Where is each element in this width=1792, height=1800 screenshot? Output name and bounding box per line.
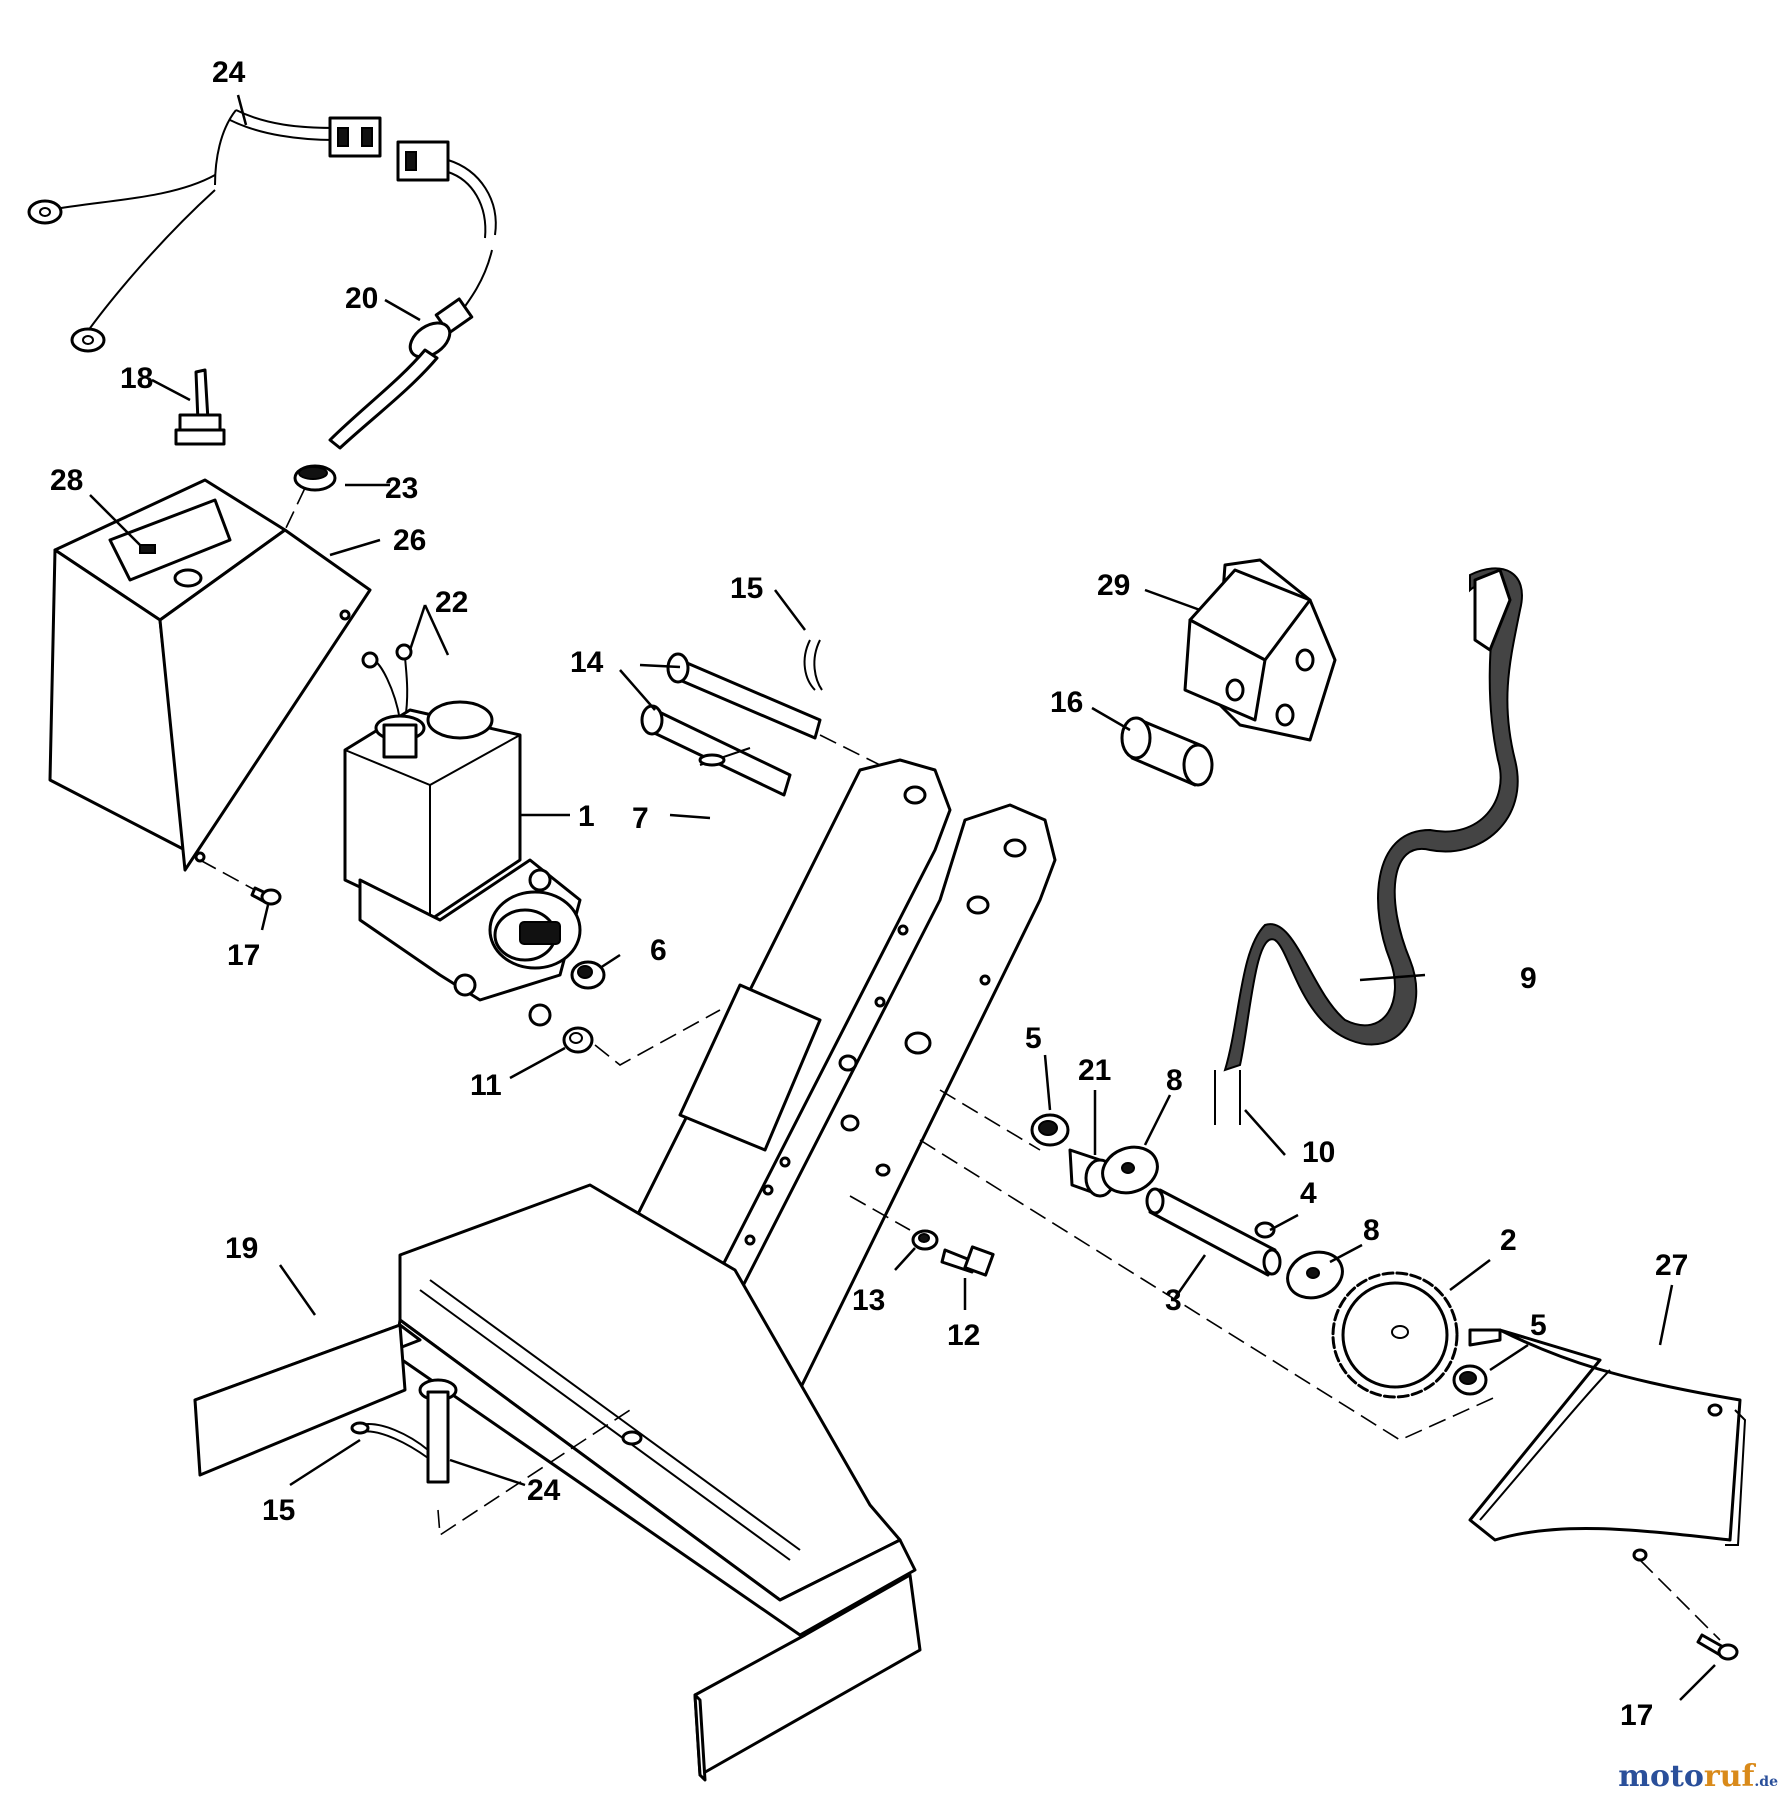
callout-labels: 24 20 18 28 23 26 22 1 6 11 7 14 15 29 1… bbox=[50, 56, 1688, 1732]
callout-29: 29 bbox=[1097, 569, 1130, 602]
callout-12: 12 bbox=[947, 1319, 980, 1352]
starter-motor bbox=[343, 700, 582, 1027]
bracket bbox=[1183, 558, 1337, 742]
callout-21: 21 bbox=[1078, 1054, 1111, 1087]
callout-5-right: 5 bbox=[1530, 1309, 1547, 1342]
callout-8-bottom: 8 bbox=[1363, 1214, 1380, 1247]
callout-2: 2 bbox=[1500, 1224, 1517, 1257]
callout-8-top: 8 bbox=[1166, 1064, 1183, 1097]
callout-16: 16 bbox=[1050, 686, 1083, 719]
watermark-logo: motoruf.de bbox=[1618, 1759, 1778, 1794]
callout-1: 1 bbox=[578, 800, 595, 833]
gear-cover bbox=[1468, 1328, 1747, 1661]
callout-13: 13 bbox=[852, 1284, 885, 1317]
pins-set bbox=[640, 639, 891, 797]
callout-7: 7 bbox=[632, 802, 649, 835]
callout-28: 28 bbox=[50, 464, 83, 497]
bolt-and-washer bbox=[849, 1195, 995, 1277]
callout-26: 26 bbox=[393, 524, 426, 557]
leader-lines bbox=[89, 94, 1716, 1701]
callout-15-bottom: 15 bbox=[262, 1494, 295, 1527]
callout-27: 27 bbox=[1655, 1249, 1688, 1282]
callout-14: 14 bbox=[570, 646, 604, 679]
callout-17-left: 17 bbox=[227, 939, 260, 972]
drive-strap bbox=[1214, 567, 1523, 1125]
bolt-17-box bbox=[199, 859, 282, 906]
callout-11: 11 bbox=[470, 1069, 502, 1102]
callout-20: 20 bbox=[345, 282, 378, 315]
bushing bbox=[1120, 716, 1214, 787]
callout-24-top: 24 bbox=[212, 56, 246, 89]
callout-19: 19 bbox=[225, 1232, 258, 1265]
wire-lead bbox=[328, 249, 493, 450]
motor-wire-leads bbox=[361, 643, 413, 721]
callout-24-bottom: 24 bbox=[527, 1474, 561, 1507]
callout-22: 22 bbox=[435, 586, 468, 619]
callout-23: 23 bbox=[385, 472, 418, 505]
shaft-stack bbox=[919, 1089, 1501, 1441]
callout-17-right: 17 bbox=[1620, 1699, 1653, 1732]
callout-5-left: 5 bbox=[1025, 1022, 1042, 1055]
callout-10: 10 bbox=[1302, 1136, 1335, 1169]
callout-4: 4 bbox=[1300, 1177, 1317, 1210]
grommet bbox=[284, 464, 337, 531]
callout-9: 9 bbox=[1520, 962, 1537, 995]
wiring-harness bbox=[27, 109, 497, 353]
callout-18: 18 bbox=[120, 362, 153, 395]
spacer-parts bbox=[562, 960, 721, 1066]
callout-6: 6 bbox=[650, 934, 667, 967]
hitch-pin bbox=[350, 1378, 631, 1537]
callout-3: 3 bbox=[1165, 1284, 1182, 1317]
frame-assembly bbox=[193, 758, 1057, 1782]
toggle-switch bbox=[174, 368, 226, 446]
control-box bbox=[48, 478, 372, 872]
callout-15-top: 15 bbox=[730, 572, 763, 605]
